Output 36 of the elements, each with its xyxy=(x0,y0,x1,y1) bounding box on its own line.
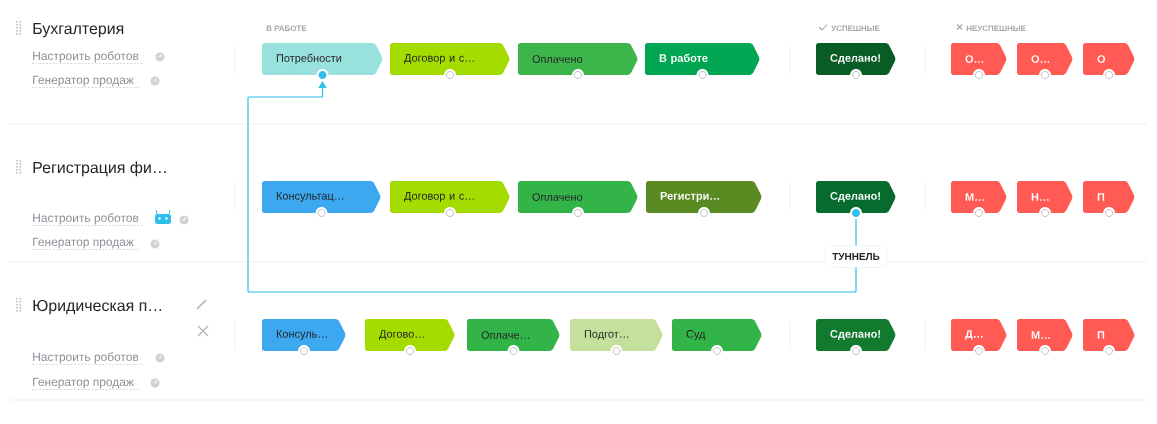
stage-chip: О… xyxy=(1017,43,1073,81)
stage-chip: Потребности xyxy=(262,43,383,81)
stage-chip: Догово… xyxy=(365,319,455,357)
tunnel-connector xyxy=(247,81,857,293)
settings-link: Настроить роботов xyxy=(31,352,145,365)
pipeline-title: Бухгалтерия xyxy=(33,23,124,38)
stage-chip: Оплаче… xyxy=(467,319,560,357)
stage-chip: Суд xyxy=(672,319,762,357)
pipeline-title: Регистрация фи… xyxy=(33,161,166,177)
stage-chip: Подгот… xyxy=(570,319,663,357)
stage-chip: П xyxy=(1083,319,1135,357)
stage-chip: Сделано! xyxy=(816,181,896,219)
stage-chip: Оплачено xyxy=(518,43,638,81)
stage-chip: Оплачено xyxy=(518,181,638,219)
stage-chip: Сделано! xyxy=(816,319,896,357)
stage-chip: Н… xyxy=(1017,181,1073,219)
stage-chip: П xyxy=(1083,181,1135,219)
settings-link: Генератор продаж xyxy=(31,377,140,390)
stage-chip: В работе xyxy=(645,43,760,81)
settings-link: Настроить роботов xyxy=(31,213,145,226)
stage-chip: Консультац… xyxy=(262,181,381,219)
stage-chip: Договор и с… xyxy=(390,43,510,81)
stage-chip: О xyxy=(1083,43,1135,81)
edge-label: ТУННЕЛЬ xyxy=(824,245,888,268)
stage-chip: М… xyxy=(1017,319,1073,357)
stage-chip: Консуль… xyxy=(262,319,346,357)
settings-link: Генератор продаж xyxy=(31,75,140,88)
stage-chip: Д… xyxy=(951,319,1007,357)
pipeline-title: Юридическая п… xyxy=(33,299,162,315)
stage-chip: Сделано! xyxy=(816,43,896,81)
settings-link: Настроить роботов xyxy=(31,51,145,64)
stage-chip: Договор и с… xyxy=(390,181,510,219)
stage-chip: Регистри… xyxy=(646,181,762,219)
settings-link: Генератор продаж xyxy=(31,237,140,250)
stage-chip: М… xyxy=(951,181,1007,219)
stage-chip: О… xyxy=(951,43,1007,81)
